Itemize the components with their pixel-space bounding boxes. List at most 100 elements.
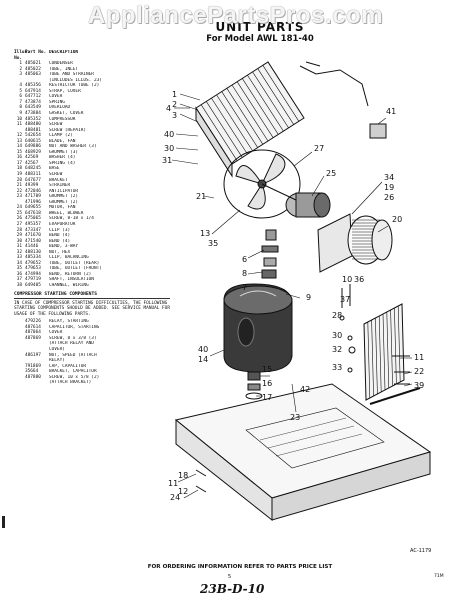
part-no: 485022 (25, 66, 41, 72)
callout-number: 10 (342, 275, 352, 284)
part-no: 640615 (25, 138, 41, 144)
illus-no: 9 (19, 111, 22, 117)
illus-no: 27 (16, 221, 22, 227)
part-no: 495357 (25, 221, 41, 227)
part-no: 488480 (25, 122, 41, 128)
illus-no: 3 (19, 72, 22, 78)
description: RELAY, STARTING (49, 319, 89, 325)
description: RELAY) (49, 358, 65, 364)
description: SCREW, 10 x 5/8 (2) (49, 374, 100, 380)
description: (ATTACH RELAY AND (49, 341, 94, 347)
illus-no: 18 (16, 166, 22, 172)
illus-no: 7 (19, 99, 22, 105)
part-no: 471709 (25, 194, 41, 200)
callout-number: 16 (262, 379, 272, 388)
description: CLIP (3) (49, 227, 71, 233)
illus-no: 4 (19, 83, 22, 89)
callout-number: 11 (414, 353, 424, 362)
part-no: 649405 (25, 282, 41, 288)
illus-no: 19 (16, 172, 22, 178)
callout-number: 32 (332, 345, 342, 354)
callout-number: 34 (384, 173, 394, 182)
description: SPRING (49, 99, 65, 105)
description: (ATTACH BRACKET) (49, 380, 92, 386)
description: COVER (49, 94, 63, 100)
illus-no: 30 (16, 238, 22, 244)
callout-number: 39 (414, 381, 424, 390)
callout-number: 31 (162, 156, 172, 165)
part-no: 542654 (25, 133, 41, 139)
description: CHANNEL, WIRING (49, 282, 89, 288)
illus-no: 26 (16, 216, 22, 222)
callout-number: 12 (178, 487, 188, 496)
part-no: 472046 (25, 188, 41, 194)
illus-no: 13 (16, 138, 22, 144)
table-row: RELAY) (14, 358, 170, 364)
part-no: 473347 (25, 227, 41, 233)
part-no: 487880 (25, 374, 41, 380)
part-no: 648245 (25, 166, 41, 172)
part-no: 41446 (25, 244, 39, 250)
part-no: 647712 (25, 94, 41, 100)
description: (INCLUDES ILLUS. 23) (49, 77, 102, 83)
callout-number: 7 (242, 283, 247, 292)
callout-number: 28 (332, 311, 342, 320)
part-no: 475065 (25, 216, 41, 222)
description: BLADE, FAN (49, 138, 76, 144)
divider (14, 298, 170, 300)
description: TUBE, OUTLET (FRONT) (49, 266, 102, 272)
description: OVERLOAD (49, 105, 71, 111)
part-no: 485356 (25, 83, 41, 89)
illus-no: 1 (19, 61, 22, 67)
part-no: 488130 (25, 249, 41, 255)
part-no: 791869 (25, 363, 41, 369)
illus-no: 24 (16, 205, 22, 211)
part-no: 479653 (25, 266, 41, 272)
illus-no: 11 (16, 122, 22, 128)
callout-number: 36 (354, 275, 364, 284)
illus-no: 37 (16, 277, 22, 283)
part-no: 474994 (25, 271, 41, 277)
illus-no: 2 (19, 66, 22, 72)
callout-number: 17 (262, 393, 272, 402)
illus-no: 25 (16, 210, 22, 216)
callout-number: 3 (172, 111, 177, 120)
description: CAP, CAPACITOR (49, 363, 87, 369)
order-info: FOR ORDERING INFORMATION REFER TO PARTS … (147, 564, 333, 570)
part-no: 479719 (25, 277, 41, 283)
illus-no: 12 (16, 133, 22, 139)
description: SCREW, 8-18 x 1/4 (49, 216, 94, 222)
callout-number: 23 (290, 413, 300, 422)
part-no: 487614 (25, 324, 41, 330)
description: TUBE AND STRAINER (49, 72, 94, 78)
handwritten-code: 23B-D-10 (200, 582, 265, 596)
illus-no: 6 (19, 94, 22, 100)
table-row: (ATTACH BRACKET) (14, 380, 170, 386)
description: GASKET, COVER (49, 111, 84, 117)
table-row: 791869 CAP, CAPACITOR (14, 364, 170, 370)
fan-motor (261, 183, 331, 218)
illus-no: 10 (16, 116, 22, 122)
evaporator-coil (363, 303, 405, 401)
illus-no: 31 (16, 244, 22, 250)
callout-number: 11 (168, 479, 178, 488)
callout-number: 30 (164, 144, 174, 153)
description: MOTOR, FAN (49, 205, 76, 211)
